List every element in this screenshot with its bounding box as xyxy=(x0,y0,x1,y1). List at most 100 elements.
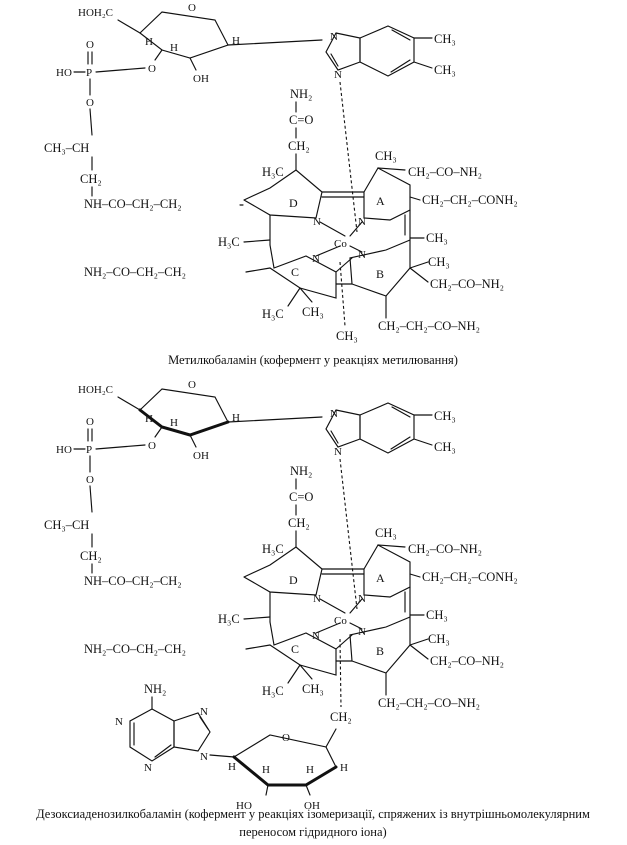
sugar-h: H xyxy=(232,412,240,424)
phosphate-group: O HO P O xyxy=(56,416,146,513)
methyl-group: H₃C xyxy=(262,542,284,556)
sugar-h: H xyxy=(340,762,348,774)
side-chain: CH₂–CH₂–CO–NH₂ xyxy=(378,696,480,710)
pyrrole-nitrogen: N xyxy=(358,216,366,228)
dimethylbenzimidazole: N N CH₃ CH₃ xyxy=(325,25,456,233)
ring-a-label: A xyxy=(376,571,385,585)
phosphate-oxygen: O xyxy=(86,39,94,51)
phosphate-hydroxyl: HO xyxy=(56,444,72,456)
hoch2-group: HOH₂C xyxy=(78,7,113,19)
amino-group: NH₂ xyxy=(144,682,166,696)
dimethylbenzimidazole: N N CH₃ CH₃ xyxy=(325,402,456,610)
imidazole-nitrogen: N xyxy=(334,69,342,81)
ribose-sugar: O HOH₂C H H H OH O xyxy=(78,2,323,85)
methyl-group: CH₃ xyxy=(302,305,324,319)
ring-d-label: D xyxy=(289,196,298,210)
caption-methylcobalamin: Метилкобаламін (кофермент у реакціях мет… xyxy=(168,353,458,367)
caption-deoxyadenosylcobalamin-line2: переносом гідридного іона) xyxy=(239,825,386,839)
aminopropanol-linker: CH₃–CH CH₂ NH–CO–CH₂–CH₂ xyxy=(44,141,182,211)
side-chain: CH₂–CO–NH₂ xyxy=(408,165,482,179)
ring-oxygen: O xyxy=(188,379,196,391)
sugar-h: H xyxy=(228,761,236,773)
aminopropanol-linker: CH₃–CH CH₂ NH–CO–CH₂–CH₂ xyxy=(44,518,182,588)
cobalt-atom: Co xyxy=(334,238,347,250)
carbonyl-group: C=O xyxy=(289,490,313,504)
ester-oxygen: O xyxy=(148,440,156,452)
methyl-group: CH₃ xyxy=(434,63,456,77)
sugar-h: H xyxy=(170,417,178,429)
ch2-group: CH₂ xyxy=(288,516,310,530)
hoch2-group: HOH₂C xyxy=(78,384,113,396)
pyrrole-nitrogen: N xyxy=(358,593,366,605)
ring-a-label: A xyxy=(376,194,385,208)
methyl-group: CH₃ xyxy=(375,526,397,540)
ring-b-label: B xyxy=(376,267,384,281)
ch2-group: CH₂ xyxy=(288,139,310,153)
pyrrole-nitrogen: N xyxy=(358,249,366,261)
sugar-hydroxyl: OH xyxy=(304,800,320,812)
adenosine-group: NH₂ N N N N O H H H H HO OH xyxy=(115,682,348,812)
phosphate-oxygen: O xyxy=(86,474,94,486)
ch2-group: CH₂ xyxy=(80,172,102,186)
pyrrole-nitrogen: N xyxy=(313,593,321,605)
purine-nitrogen: N xyxy=(200,751,208,763)
methyl-group: CH₃ xyxy=(302,682,324,696)
ring-c-label: C xyxy=(291,265,299,279)
ring-oxygen: O xyxy=(188,2,196,14)
ch3-ch-group: CH₃–CH xyxy=(44,141,89,155)
phosphorus: P xyxy=(86,444,92,456)
amide-nh2: NH₂ xyxy=(290,87,312,101)
purine-nitrogen: N xyxy=(115,716,123,728)
imidazole-nitrogen: N xyxy=(330,31,338,43)
side-chain: NH₂–CO–CH₂–CH₂ xyxy=(84,265,186,279)
imidazole-nitrogen: N xyxy=(330,408,338,420)
cobalt-atom: Co xyxy=(334,615,347,627)
methyl-group: H₃C xyxy=(218,612,240,626)
methyl-group: CH₃ xyxy=(434,32,456,46)
amide-linkage: NH–CO–CH₂–CH₂ xyxy=(84,574,182,588)
methyl-group: CH₃ xyxy=(434,409,456,423)
side-chain: NH₂–CO–CH₂–CH₂ xyxy=(84,642,186,656)
side-chain: CH₂–CH₂–CONH₂ xyxy=(422,570,518,584)
deoxyadenosylcobalamin-structure: O HOH₂C H H H OH O O HO P O CH₃–CH CH₂ N… xyxy=(36,379,590,839)
side-chain: CH₂–CH₂–CO–NH₂ xyxy=(378,319,480,333)
methyl-group: H₃C xyxy=(262,684,284,698)
ring-oxygen: O xyxy=(282,732,290,744)
sugar-h: H xyxy=(145,413,153,425)
side-chain: CH₂–CO–NH₂ xyxy=(408,542,482,556)
methyl-group: CH₃ xyxy=(375,149,397,163)
sugar-h: H xyxy=(232,35,240,47)
corrin-ring: NH₂ C=O CH₂ N N N N Co xyxy=(84,464,518,724)
methyl-group: CH₃ xyxy=(426,608,448,622)
pyrrole-nitrogen: N xyxy=(313,216,321,228)
ring-b-label: B xyxy=(376,644,384,658)
purine-nitrogen: N xyxy=(144,762,152,774)
purine-nitrogen: N xyxy=(200,706,208,718)
side-chain: CH₂–CH₂–CONH₂ xyxy=(422,193,518,207)
ring-d-label: D xyxy=(289,573,298,587)
side-chain: CH₂–CO–NH₂ xyxy=(430,654,504,668)
carbonyl-group: C=O xyxy=(289,113,313,127)
methyl-group: CH₃ xyxy=(426,231,448,245)
methylcobalamin-structure: O HOH₂C H H H OH O O HO P O CH₃–CH CH₂ xyxy=(44,2,518,367)
sugar-h: H xyxy=(262,764,270,776)
methyl-group: CH₃ xyxy=(428,632,450,646)
pyrrole-nitrogen: N xyxy=(312,630,320,642)
corrin-ring: NH₂ C=O CH₂ N N N N Co xyxy=(84,87,518,343)
phosphate-hydroxyl: HO xyxy=(56,67,72,79)
ribose-sugar: O HOH₂C H H H OH O xyxy=(78,379,323,462)
ring-c-label: C xyxy=(291,642,299,656)
sugar-hydroxyl: OH xyxy=(193,450,209,462)
sugar-h: H xyxy=(145,36,153,48)
axial-ch2: CH₂ xyxy=(330,710,352,724)
methyl-group: H₃C xyxy=(262,307,284,321)
phosphorus: P xyxy=(86,67,92,79)
imidazole-nitrogen: N xyxy=(334,446,342,458)
sugar-h: H xyxy=(170,42,178,54)
phosphate-oxygen: O xyxy=(86,97,94,109)
side-chain: CH₂–CO–NH₂ xyxy=(430,277,504,291)
methyl-group: H₃C xyxy=(218,235,240,249)
pyrrole-nitrogen: N xyxy=(312,253,320,265)
ch3-ch-group: CH₃–CH xyxy=(44,518,89,532)
